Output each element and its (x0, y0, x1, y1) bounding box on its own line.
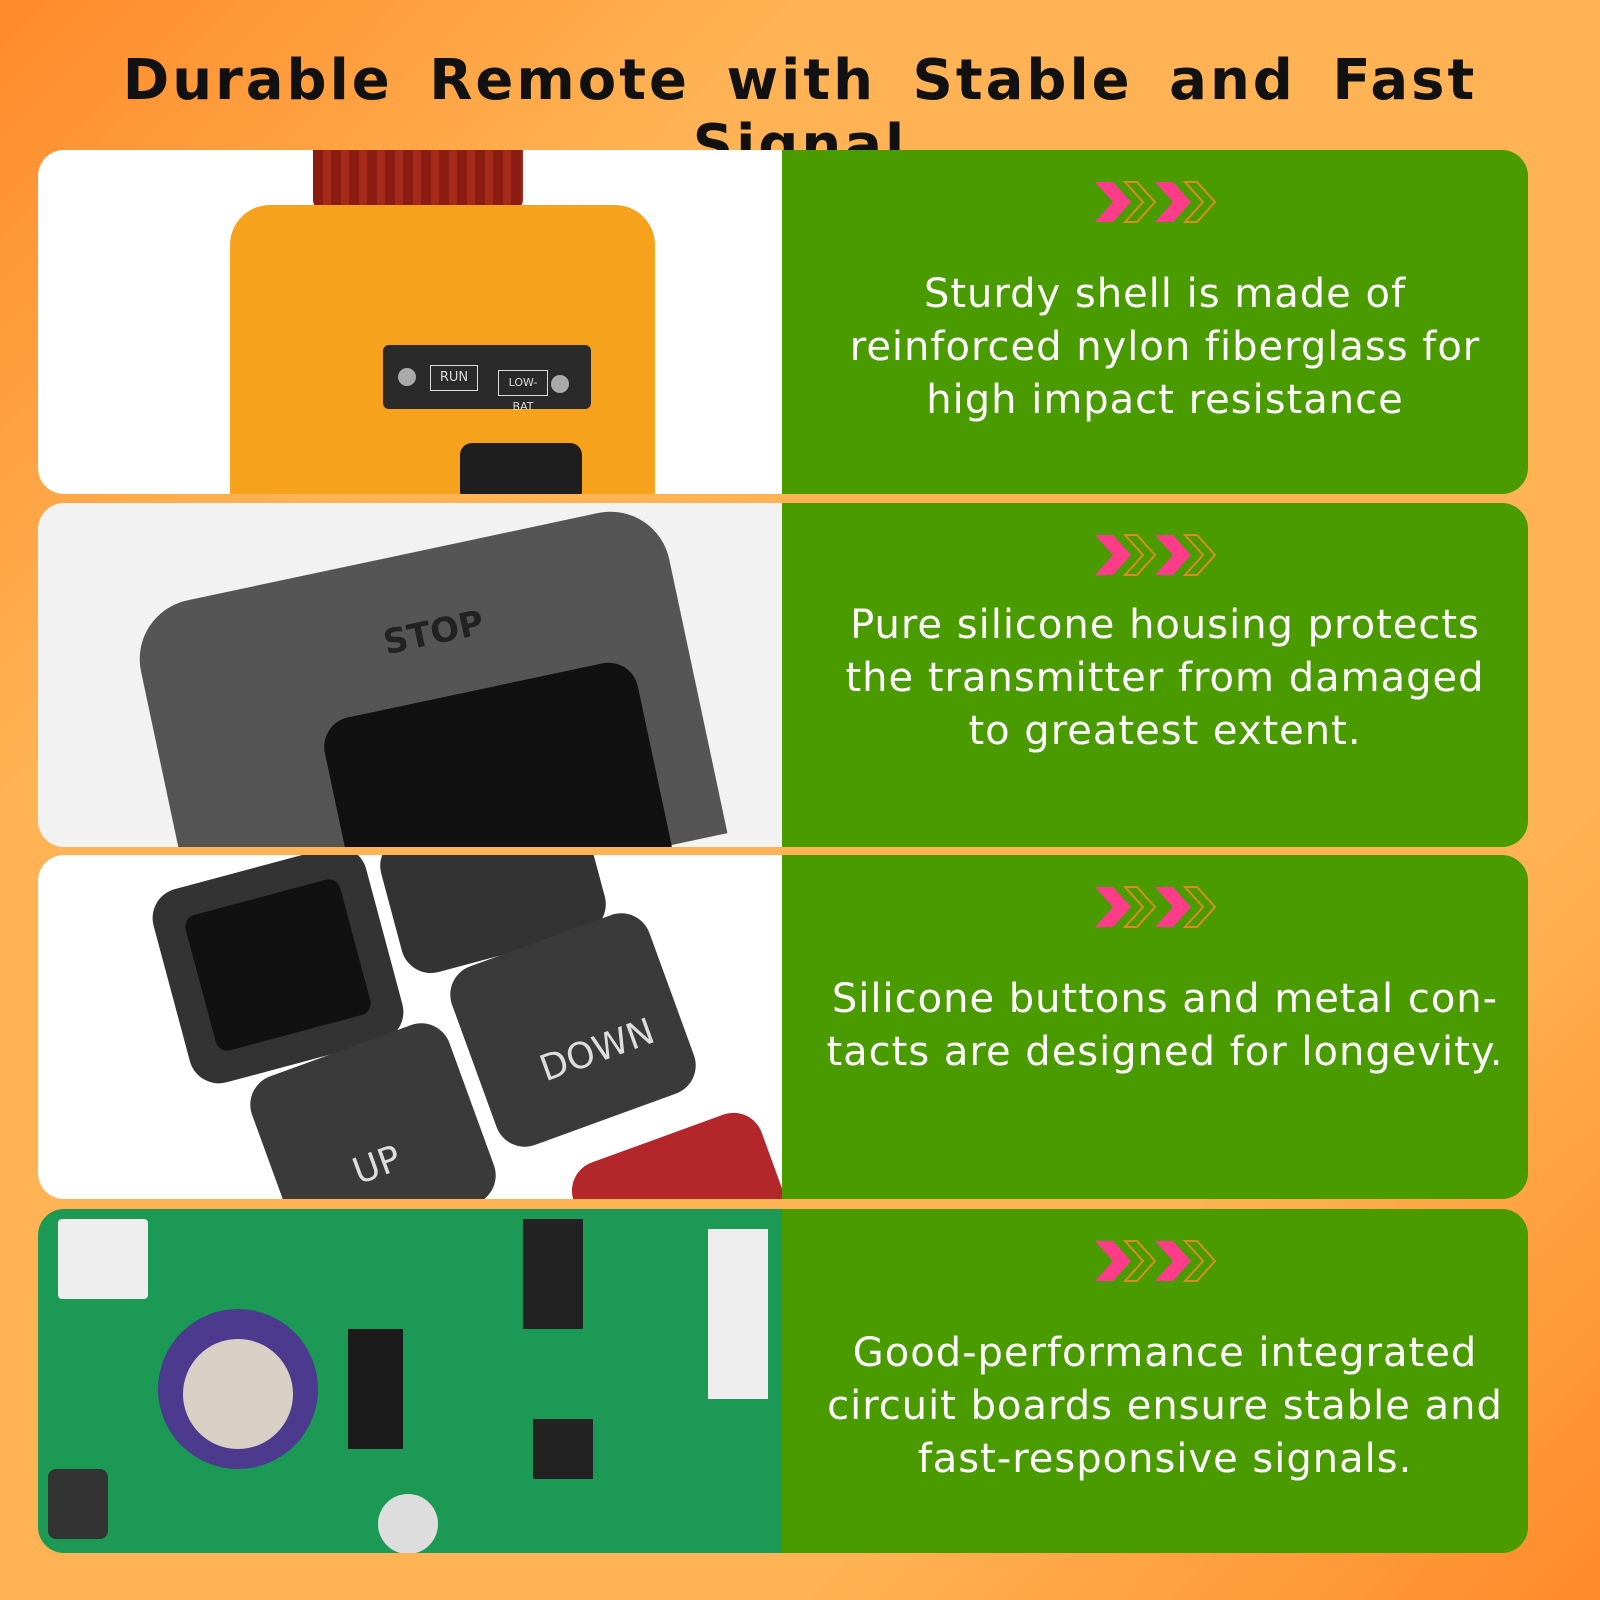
feature-row-buttons: DOWN UP Silicone buttons and metal con-t… (38, 855, 1528, 1199)
feature-text: Good-performance integrated circuit boar… (827, 1330, 1503, 1482)
chevrons-icon (1095, 181, 1217, 223)
feature-panel: Silicone buttons and metal con-tacts are… (782, 855, 1528, 1199)
silicone-buttons-photo: DOWN UP (38, 855, 782, 1199)
chevrons-icon (1095, 886, 1217, 928)
feature-row-circuit: Good-performance integrated circuit boar… (38, 1209, 1528, 1553)
run-label: RUN (430, 365, 478, 391)
page-title: Durable Remote with Stable and Fast Sign… (122, 48, 1478, 178)
feature-text: Pure silicone housing protects the trans… (845, 602, 1485, 754)
chevrons-icon (1095, 1240, 1217, 1282)
feature-panel: Good-performance integrated circuit boar… (782, 1209, 1528, 1553)
feature-row-housing: STOP Pure silicone housing protects the … (38, 503, 1528, 847)
feature-panel: Pure silicone housing protects the trans… (782, 503, 1528, 847)
low-bat-label: LOW-BAT (498, 370, 548, 413)
silicone-housing-photo: STOP (38, 503, 782, 847)
circuit-board-photo (38, 1209, 782, 1553)
orange-remote-photo: RUN LOW-BAT (38, 150, 782, 494)
feature-row-shell: RUN LOW-BAT Sturdy shell is made of rein… (38, 150, 1528, 494)
chevrons-icon (1095, 534, 1217, 576)
feature-text: Sturdy shell is made of reinforced nylon… (849, 271, 1481, 423)
feature-text: Silicone buttons and metal con-tacts are… (826, 976, 1504, 1075)
feature-panel: Sturdy shell is made of reinforced nylon… (782, 150, 1528, 494)
